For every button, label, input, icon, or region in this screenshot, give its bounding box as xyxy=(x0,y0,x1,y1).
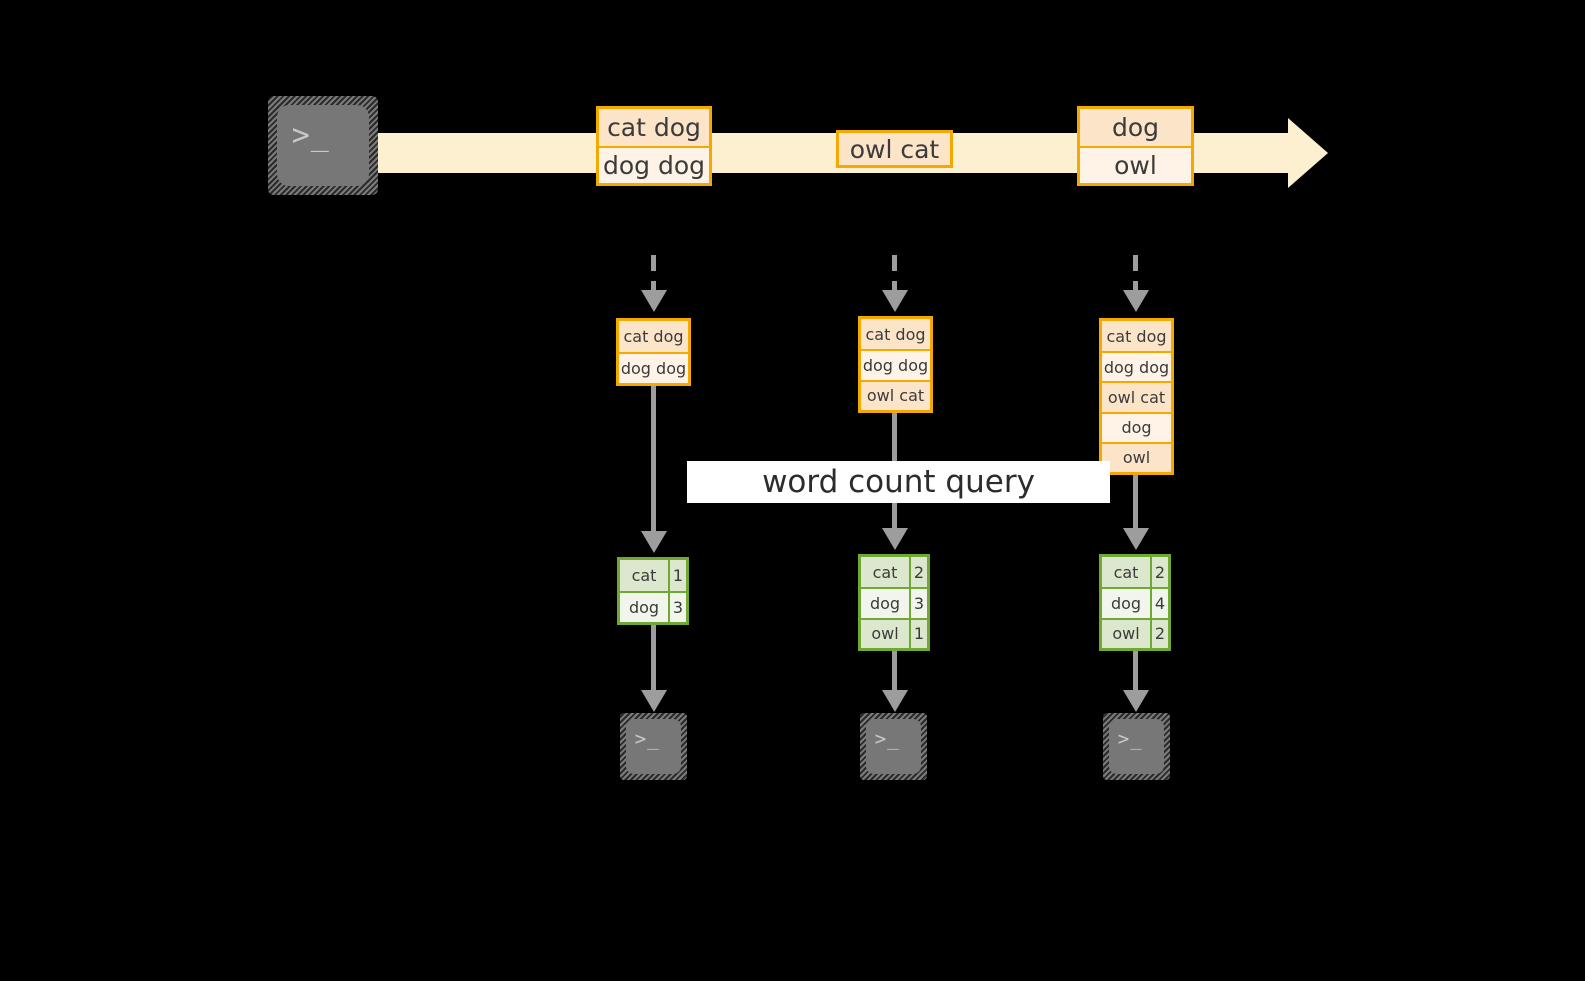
snapshot-3-query-line xyxy=(1133,475,1138,541)
result-word: dog xyxy=(1102,589,1150,618)
snapshot-2-sink-arrowhead xyxy=(882,690,908,712)
result-word: dog xyxy=(620,593,668,622)
result-word: cat xyxy=(861,557,909,588)
terminal-prompt: >_ xyxy=(291,118,330,154)
terminal-screen: >_ xyxy=(1109,719,1164,774)
snapshot-1-sink-arrowhead xyxy=(641,690,667,712)
buffer-line: cat dog xyxy=(1102,321,1171,352)
result-word: cat xyxy=(620,560,668,591)
table-row: dog 4 xyxy=(1102,587,1168,618)
result-count: 2 xyxy=(1150,619,1168,648)
stream-message-1[interactable]: cat dog dog dog xyxy=(596,106,712,186)
table-row: cat 2 xyxy=(1102,557,1168,588)
snapshot-1-sink-line xyxy=(651,625,656,705)
snapshot-3-sink-terminal-icon[interactable]: >_ xyxy=(1103,713,1170,780)
stream-arrow-head xyxy=(1288,118,1328,188)
snapshot-3-buffer[interactable]: cat dog dog dog owl cat dog owl xyxy=(1099,318,1174,475)
source-terminal-icon[interactable]: >_ xyxy=(268,96,378,195)
snapshot-3-sink-arrowhead xyxy=(1123,690,1149,712)
snapshot-2-intake-arrowhead xyxy=(882,290,908,312)
snapshot-1-sink-terminal-icon[interactable]: >_ xyxy=(620,713,687,780)
buffer-line: dog xyxy=(1102,411,1171,442)
snapshot-1-buffer[interactable]: cat dog dog dog xyxy=(616,318,691,386)
table-row: cat 1 xyxy=(620,560,686,591)
stream-message-3[interactable]: dog owl xyxy=(1077,106,1194,186)
table-row: dog 3 xyxy=(861,587,927,618)
message-line: owl cat xyxy=(839,133,950,165)
snapshot-1-query-arrowhead xyxy=(641,531,667,553)
snapshot-3-query-arrowhead xyxy=(1123,528,1149,550)
buffer-line: owl cat xyxy=(1102,381,1171,412)
buffer-line: owl xyxy=(1102,441,1171,472)
table-row: dog 3 xyxy=(620,591,686,622)
message-line: dog xyxy=(1080,109,1191,146)
message-line: owl xyxy=(1080,145,1191,183)
message-line: cat dog xyxy=(599,109,709,146)
snapshot-2-buffer[interactable]: cat dog dog dog owl cat xyxy=(858,316,933,413)
buffer-line: dog dog xyxy=(1102,351,1171,382)
snapshot-3-intake-arrowhead xyxy=(1123,290,1149,312)
result-word: cat xyxy=(1102,557,1150,588)
buffer-line: owl cat xyxy=(861,379,930,410)
result-count: 2 xyxy=(1150,557,1168,588)
query-label: word count query xyxy=(687,461,1110,503)
result-word: owl xyxy=(861,619,909,648)
result-word: owl xyxy=(1102,619,1150,648)
terminal-screen: >_ xyxy=(866,719,921,774)
stream-message-2[interactable]: owl cat xyxy=(836,130,953,168)
terminal-prompt: >_ xyxy=(634,728,660,750)
terminal-screen: >_ xyxy=(626,719,681,774)
table-row: owl 1 xyxy=(861,617,927,648)
snapshot-2-sink-line xyxy=(892,651,897,705)
snapshot-1-intake-line xyxy=(651,255,656,293)
result-count: 1 xyxy=(668,560,686,591)
result-count: 2 xyxy=(909,557,927,588)
snapshot-1-result-table[interactable]: cat 1 dog 3 xyxy=(617,557,689,625)
terminal-prompt: >_ xyxy=(874,728,900,750)
buffer-line: cat dog xyxy=(861,319,930,350)
table-row: owl 2 xyxy=(1102,617,1168,648)
result-count: 3 xyxy=(909,589,927,618)
buffer-line: dog dog xyxy=(619,352,688,383)
terminal-screen: >_ xyxy=(277,105,369,186)
snapshot-1-query-line xyxy=(651,386,656,544)
snapshot-2-sink-terminal-icon[interactable]: >_ xyxy=(860,713,927,780)
buffer-line: dog dog xyxy=(861,349,930,380)
snapshot-2-intake-line xyxy=(892,255,897,293)
message-line: dog dog xyxy=(599,145,709,183)
snapshot-1-intake-arrowhead xyxy=(641,290,667,312)
table-row: cat 2 xyxy=(861,557,927,588)
result-count: 1 xyxy=(909,619,927,648)
buffer-line: cat dog xyxy=(619,321,688,352)
result-count: 4 xyxy=(1150,589,1168,618)
snapshot-3-result-table[interactable]: cat 2 dog 4 owl 2 xyxy=(1099,554,1171,651)
snapshot-2-query-arrowhead xyxy=(882,528,908,550)
result-count: 3 xyxy=(668,593,686,622)
snapshot-2-result-table[interactable]: cat 2 dog 3 owl 1 xyxy=(858,554,930,651)
snapshot-3-intake-line xyxy=(1133,255,1138,293)
snapshot-3-sink-line xyxy=(1133,651,1138,705)
query-label-text: word count query xyxy=(762,464,1035,500)
result-word: dog xyxy=(861,589,909,618)
terminal-prompt: >_ xyxy=(1117,728,1143,750)
